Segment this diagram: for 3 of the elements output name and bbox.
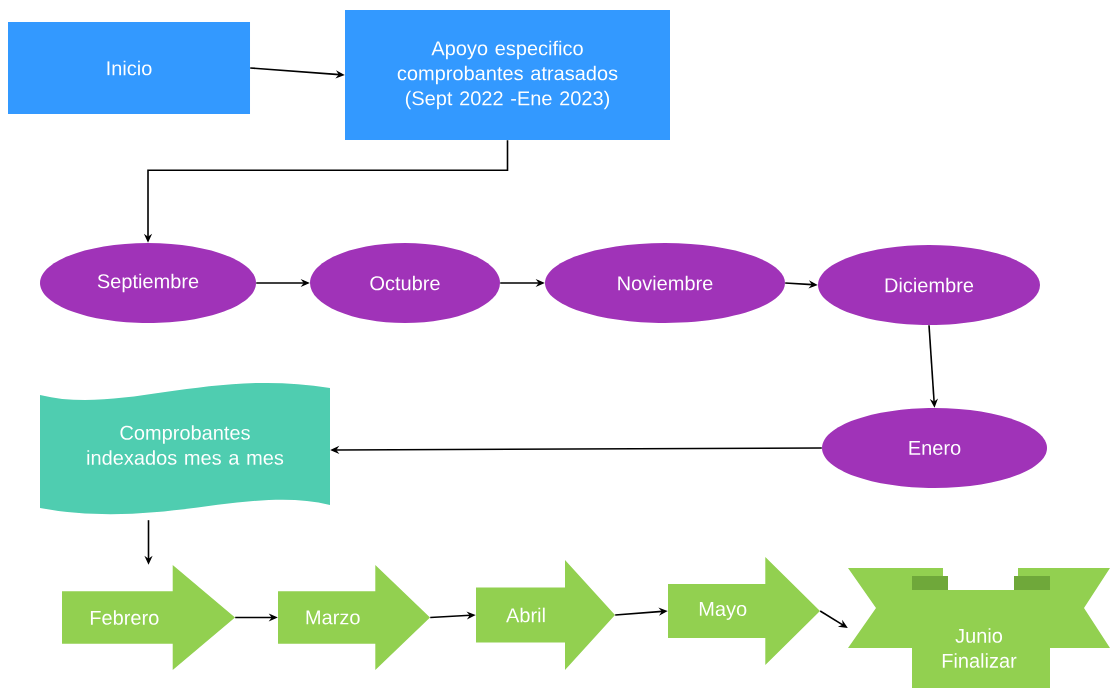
ribbon-banner: Junio Finalizar xyxy=(848,568,1110,688)
process-box: Apoyo especifico comprobantes atrasados (Sept 2022 -Ene 2023) xyxy=(345,10,670,140)
process-box: Inicio xyxy=(8,22,250,114)
